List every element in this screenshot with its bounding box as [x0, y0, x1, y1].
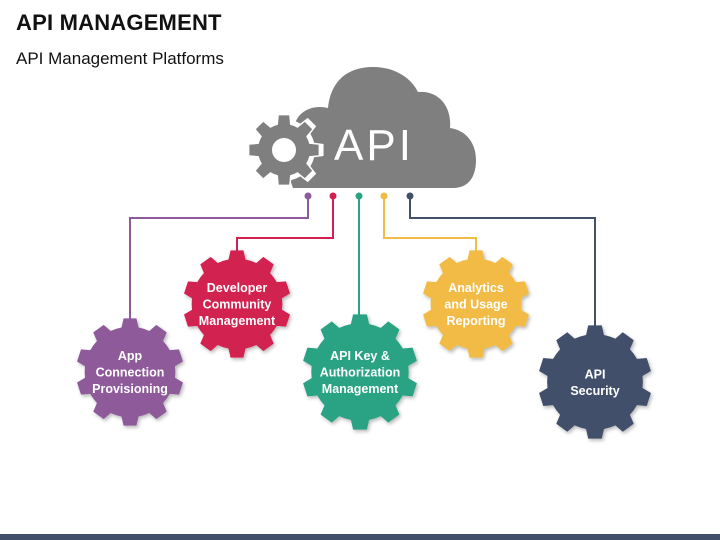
connector-lines: [129, 192, 596, 326]
gear-label-api-security: Security: [570, 384, 619, 398]
gear-label-analytics: Analytics: [448, 281, 504, 295]
gear-label-api-key: Authorization: [320, 366, 401, 380]
connector-api-security: [409, 196, 596, 326]
gear-label-app-connection: Provisioning: [92, 382, 168, 396]
bottom-bar: [0, 534, 720, 540]
gear-label-app-connection: App: [118, 349, 143, 363]
connector-dot-api-key: [355, 192, 363, 200]
connector-app-connection: [129, 196, 309, 320]
cloud-label: API: [334, 121, 414, 170]
api-cloud: API: [244, 67, 476, 190]
gear-icon: [539, 325, 651, 439]
cloud-icon: [287, 67, 476, 188]
gear-icon: [184, 250, 290, 358]
gear-label-analytics: and Usage: [444, 298, 507, 312]
gear-icon: [77, 318, 183, 426]
gear-label-developer-community: Community: [203, 298, 272, 312]
gear-label-developer-community: Management: [199, 314, 276, 328]
gear-label-developer-community: Developer: [207, 281, 268, 295]
platform-gears: AppConnectionProvisioningDeveloperCommun…: [77, 250, 651, 439]
gear-api-security: API Security: [539, 325, 651, 439]
page-title: API MANAGEMENT: [16, 10, 222, 35]
gear-label-analytics: Reporting: [446, 314, 505, 328]
gear-label-api-key: API Key &: [330, 349, 390, 363]
connector-dot-api-security: [406, 192, 414, 200]
connector-analytics: [383, 196, 477, 253]
gear-label-app-connection: Connection: [96, 366, 165, 380]
page-subtitle: API Management Platforms: [16, 49, 224, 68]
gear-icon: [244, 110, 324, 190]
gear-icon: [423, 250, 529, 358]
gear-icon: [303, 314, 417, 430]
gear-label-api-key: Management: [322, 382, 399, 396]
connector-developer-community: [236, 196, 334, 253]
connector-dot-developer-community: [329, 192, 337, 200]
gear-label-api-security: API: [585, 367, 606, 381]
connector-dot-app-connection: [304, 192, 312, 200]
connector-dot-analytics: [380, 192, 388, 200]
